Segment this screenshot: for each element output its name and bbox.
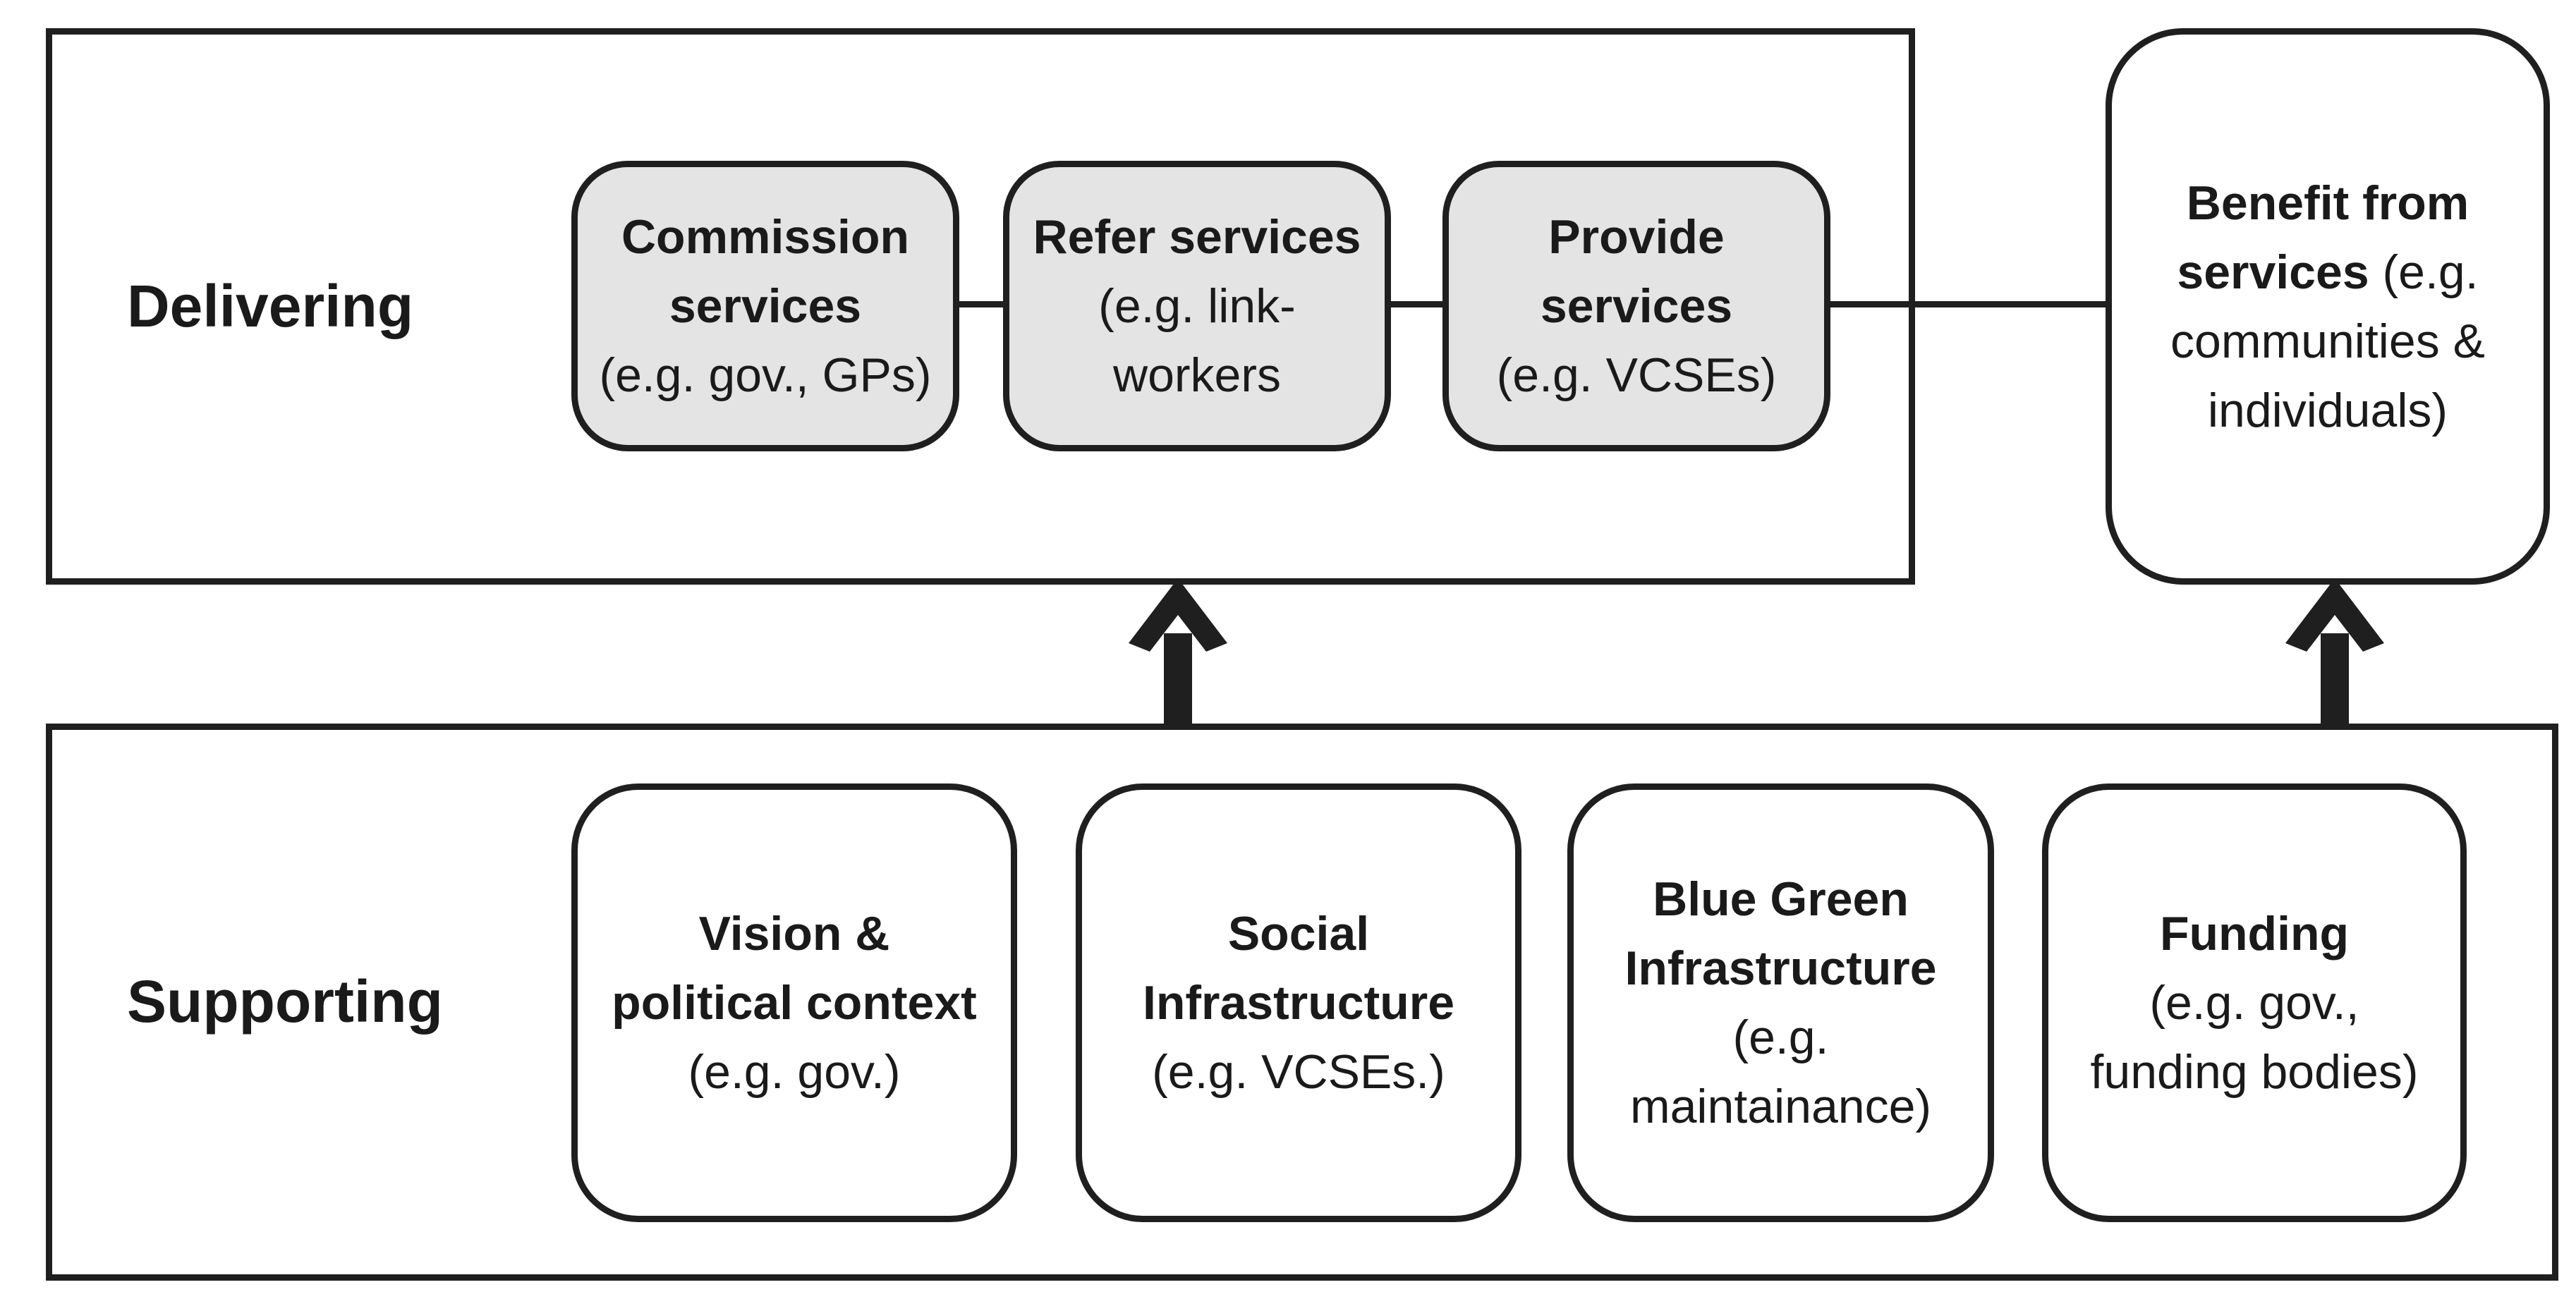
refer-services-detail-line-2: workers	[1112, 348, 1282, 402]
funding-detail-line-2: funding bodies)	[2090, 1045, 2419, 1099]
blue-green-detail-line-2: maintainance)	[1629, 1080, 1932, 1133]
funding-title: Funding	[2159, 907, 2350, 961]
vision-political-context-box: Vision & political context (e.g. gov.)	[571, 783, 1017, 1222]
refer-services-box: Refer services (e.g. link- workers	[1003, 161, 1391, 451]
blue-green-infrastructure-box: Blue Green Infrastructure (e.g. maintain…	[1567, 783, 1994, 1222]
social-infrastructure-box: Social Infrastructure (e.g. VCSEs.)	[1076, 783, 1521, 1222]
blue-green-title-line-2: Infrastructure	[1624, 941, 1937, 995]
refer-services-title: Refer services	[1033, 210, 1361, 264]
provide-services-title-line-2: services	[1540, 279, 1733, 333]
up-arrow-to-benefit-icon	[2285, 578, 2384, 728]
vision-title-line-2: political context	[612, 976, 977, 1030]
benefit-detail-line-2: individuals)	[2207, 383, 2448, 437]
social-title-line-1: Social	[1227, 907, 1370, 961]
benefit-from-services-box: Benefit from services (e.g. communities …	[2106, 28, 2550, 585]
up-arrow-to-delivering-icon	[1129, 578, 1227, 728]
commission-services-box: Commission services (e.g. gov., GPs)	[571, 161, 959, 451]
benefit-title-line-1: Benefit from	[2186, 176, 2469, 230]
blue-green-detail-line-1: (e.g.	[1732, 1011, 1829, 1064]
supporting-label: Supporting	[127, 968, 443, 1035]
connector-provide-benefit	[1830, 301, 2106, 307]
connector-refer-provide	[1391, 301, 1442, 307]
connector-commission-refer	[959, 301, 1003, 307]
vision-title-line-1: Vision &	[698, 907, 890, 961]
provide-services-title-line-1: Provide	[1548, 210, 1725, 264]
benefit-title-services: services	[2177, 245, 2369, 299]
blue-green-title-line-1: Blue Green	[1653, 872, 1909, 926]
benefit-title-line-2: services (e.g.	[2177, 238, 2478, 307]
funding-detail-line-1: (e.g. gov.,	[2149, 976, 2359, 1030]
vision-detail: (e.g. gov.)	[688, 1045, 901, 1099]
commission-services-title-line-2: services	[669, 279, 862, 333]
social-detail: (e.g. VCSEs.)	[1152, 1045, 1445, 1099]
benefit-detail-line-1: communities &	[2170, 314, 2485, 368]
funding-box: Funding (e.g. gov., funding bodies)	[2042, 783, 2467, 1222]
benefit-detail-inline: (e.g.	[2369, 245, 2479, 299]
social-title-line-2: Infrastructure	[1142, 976, 1455, 1030]
provide-services-detail: (e.g. VCSEs)	[1496, 348, 1777, 402]
provide-services-box: Provide services (e.g. VCSEs)	[1442, 161, 1830, 451]
commission-services-detail: (e.g. gov., GPs)	[599, 348, 932, 402]
commission-services-title-line-1: Commission	[621, 210, 910, 264]
refer-services-detail-line-1: (e.g. link-	[1098, 279, 1296, 333]
delivering-label: Delivering	[127, 273, 414, 339]
